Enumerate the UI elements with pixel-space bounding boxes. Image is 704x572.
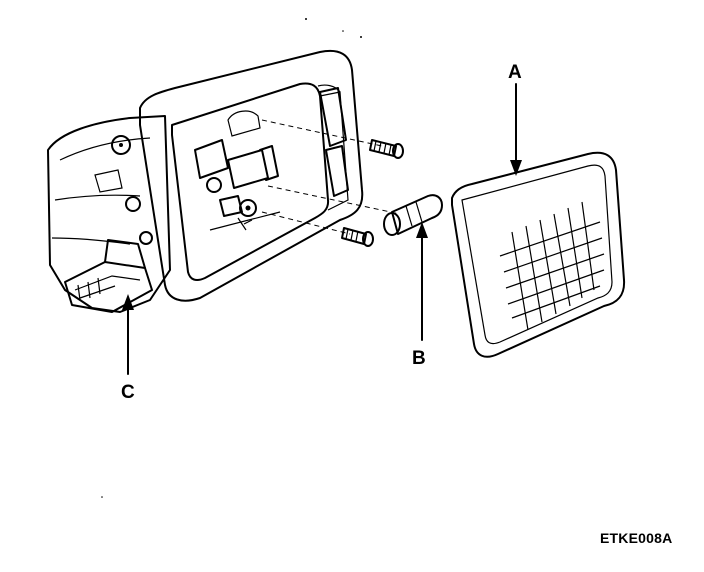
figure-code: ETKE008A: [600, 530, 673, 546]
leader-arrow-a: [510, 83, 522, 176]
lens: [451, 151, 626, 358]
scan-specks: [101, 18, 362, 498]
callout-label-a: A: [508, 62, 522, 83]
lamp-housing: [47, 115, 171, 313]
lamp-internals: [194, 87, 349, 231]
connector-socket: [64, 239, 153, 313]
callout-label-b: B: [412, 348, 426, 369]
bulb: [383, 194, 443, 236]
bezel-frame: [139, 50, 364, 302]
lens-grid-pattern: [499, 201, 605, 331]
screw-upper: [369, 139, 404, 159]
callout-label-c: C: [121, 382, 135, 403]
leader-arrow-c: [122, 294, 134, 375]
leader-arrow-b: [416, 222, 428, 341]
screw-lower: [341, 227, 374, 247]
assembly-guide-lines: [261, 119, 401, 235]
